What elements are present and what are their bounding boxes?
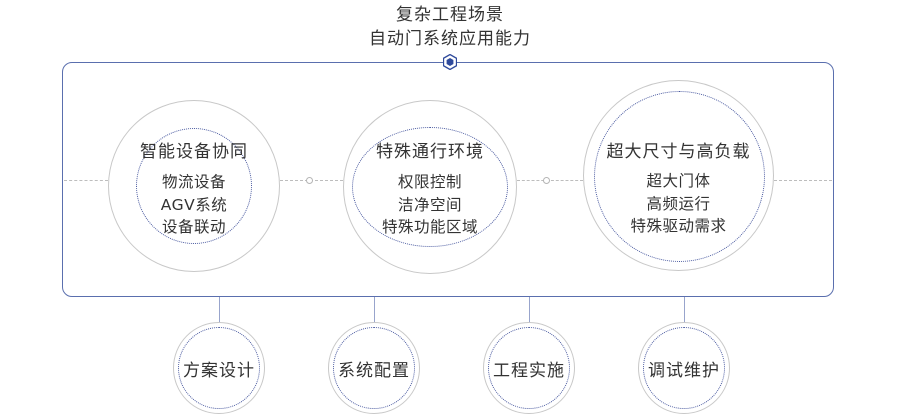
hexagon-icon xyxy=(443,54,457,70)
service-circle-3: 工程实施 xyxy=(483,322,575,414)
axis-dash-right xyxy=(774,180,832,181)
capability-item: 洁净空间 xyxy=(397,195,462,214)
capability-circle-1: 智能设备协同 物流设备 AGV系统 设备联动 xyxy=(108,100,280,272)
service-label-4: 调试维护 xyxy=(648,361,720,381)
capability-item: AGV系统 xyxy=(160,195,228,214)
service-circle-2: 系统配置 xyxy=(328,322,420,414)
capability-item: 设备联动 xyxy=(161,218,226,236)
service-label-3: 工程实施 xyxy=(493,361,565,381)
capability-item: 物流设备 xyxy=(161,173,226,191)
service-connector-2 xyxy=(374,297,375,323)
capability-item: 超大门体 xyxy=(646,172,711,190)
service-connector-3 xyxy=(529,297,530,323)
diagram-title-line-2: 自动门系统应用能力 xyxy=(369,29,531,49)
service-label-2: 系统配置 xyxy=(338,361,410,381)
service-label-1: 方案设计 xyxy=(183,361,255,381)
capability-item: 特殊驱动需求 xyxy=(630,217,727,235)
capability-title-2: 特殊通行环境 xyxy=(376,142,484,162)
capability-items-3: 超大门体 高频运行 特殊驱动需求 xyxy=(584,170,773,238)
axis-dash-left xyxy=(64,180,108,181)
capability-title-1: 智能设备协同 xyxy=(140,142,248,162)
capability-item: 权限控制 xyxy=(397,173,462,191)
capability-circle-2: 特殊通行环境 权限控制 洁净空间 特殊功能区域 xyxy=(343,100,517,274)
capability-title-3: 超大尺寸与高负载 xyxy=(606,142,751,162)
axis-dot-1 xyxy=(306,177,313,184)
capability-item: 高频运行 xyxy=(646,194,711,213)
capability-item: 特殊功能区域 xyxy=(381,218,478,236)
capability-circle-3: 超大尺寸与高负载 超大门体 高频运行 特殊驱动需求 xyxy=(583,80,774,271)
service-connector-1 xyxy=(219,297,220,323)
service-circle-4: 调试维护 xyxy=(638,322,730,414)
axis-dot-2 xyxy=(543,177,550,184)
capability-items-2: 权限控制 洁净空间 特殊功能区域 xyxy=(344,171,516,239)
capability-items-1: 物流设备 AGV系统 设备联动 xyxy=(109,171,279,239)
axis-dash-2 xyxy=(517,180,583,181)
service-circle-1: 方案设计 xyxy=(173,322,265,414)
diagram-title-line-1: 复杂工程场景 xyxy=(396,5,504,25)
service-connector-4 xyxy=(684,297,685,323)
